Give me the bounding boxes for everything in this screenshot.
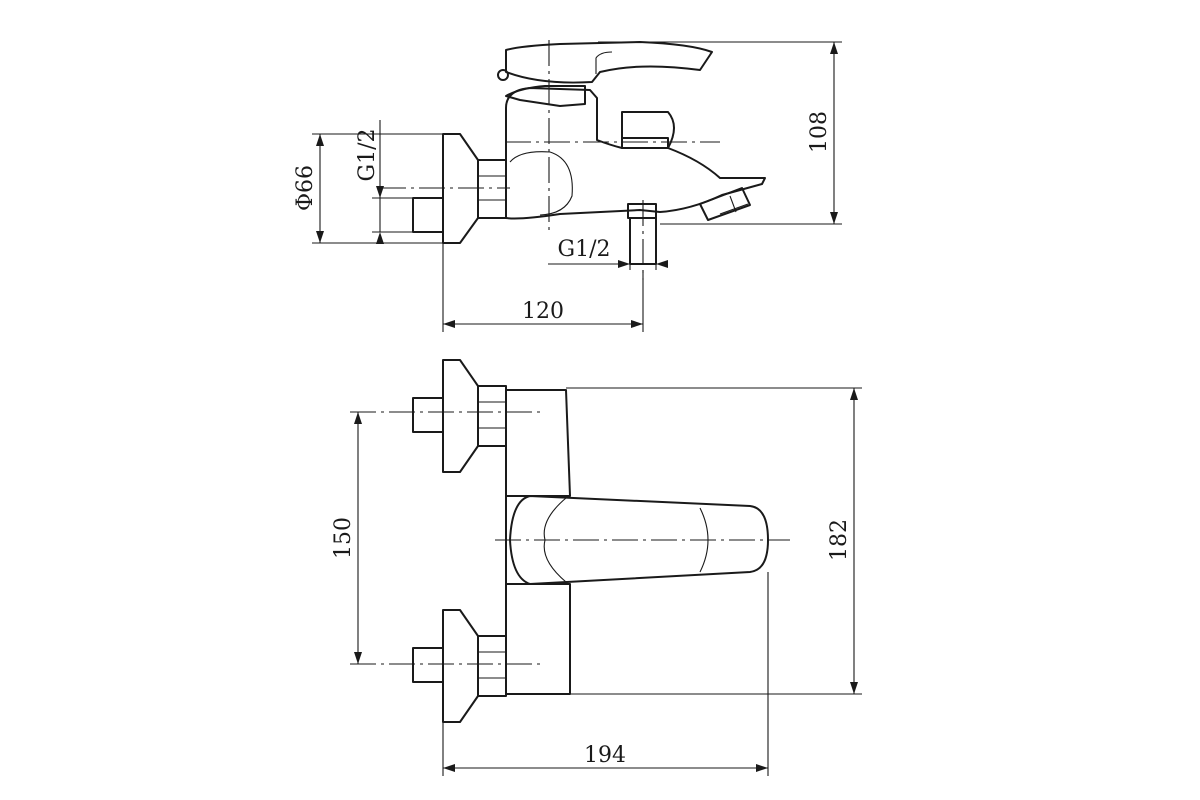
top-view: 150 182 194 [331, 359, 862, 776]
shower-connector [699, 187, 751, 221]
mixer-body [505, 87, 766, 220]
dim-thread-outlet: G1/2 [558, 237, 611, 262]
side-view: Φ66 G1/2 G1/2 108 120 [293, 40, 842, 332]
lower-flange [442, 609, 479, 723]
dim-flange-diameter: Φ66 [293, 165, 318, 211]
dim-total-width: 194 [584, 743, 626, 768]
dim-thread-inlet: G1/2 [355, 129, 380, 182]
dim-inlet-spacing: 150 [331, 517, 356, 559]
body-top [505, 389, 571, 497]
dim-body-length: 182 [827, 519, 852, 561]
dim-height: 108 [807, 111, 832, 153]
lower-hex-nut [477, 635, 507, 697]
upper-flange [442, 359, 479, 473]
handle-knob [497, 69, 509, 81]
diverter-knob [621, 111, 675, 149]
spout-top [509, 495, 769, 585]
lower-inlet-stub [412, 647, 444, 683]
hex-nut [477, 159, 507, 219]
lever-handle [505, 41, 713, 84]
inlet-stub [412, 197, 444, 233]
cartridge-bonnet [505, 85, 586, 107]
upper-hex-nut [477, 385, 507, 447]
dim-depth: 120 [522, 299, 564, 324]
upper-inlet-stub [412, 397, 444, 433]
